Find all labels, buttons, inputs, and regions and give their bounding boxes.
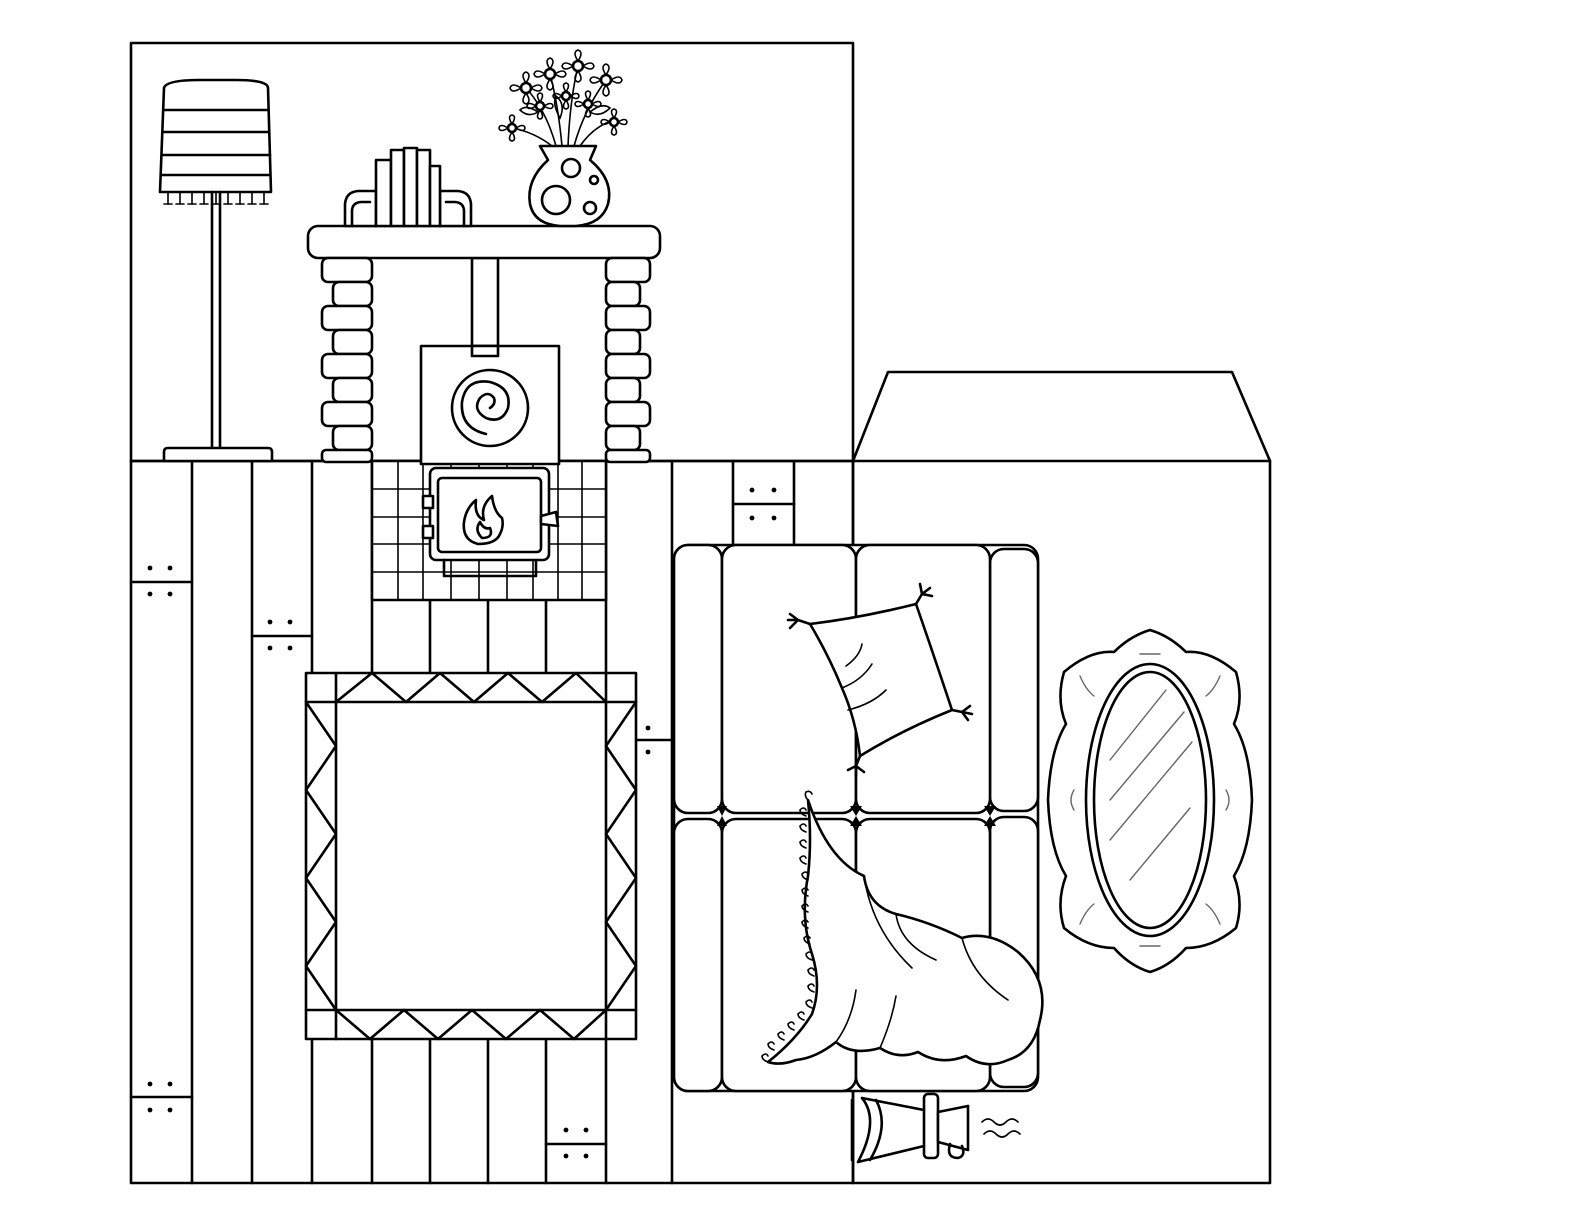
wood-stove-icon [372, 346, 606, 600]
floor-lamp-icon [160, 80, 272, 461]
side-roof [853, 372, 1270, 461]
blanket-icon [762, 791, 1042, 1064]
rug-icon [306, 673, 636, 1039]
brick-column-left [322, 258, 372, 462]
flower-vase-icon [499, 50, 627, 226]
bookends-icon [345, 148, 471, 226]
pillow-icon [788, 584, 972, 776]
side-table-icon [852, 1094, 938, 1162]
flower-heads [499, 50, 627, 141]
brick-column-right [606, 258, 650, 462]
fireplace-mantel-icon [308, 226, 660, 462]
mug-icon [938, 1106, 1020, 1158]
mirror-icon [1048, 630, 1252, 972]
